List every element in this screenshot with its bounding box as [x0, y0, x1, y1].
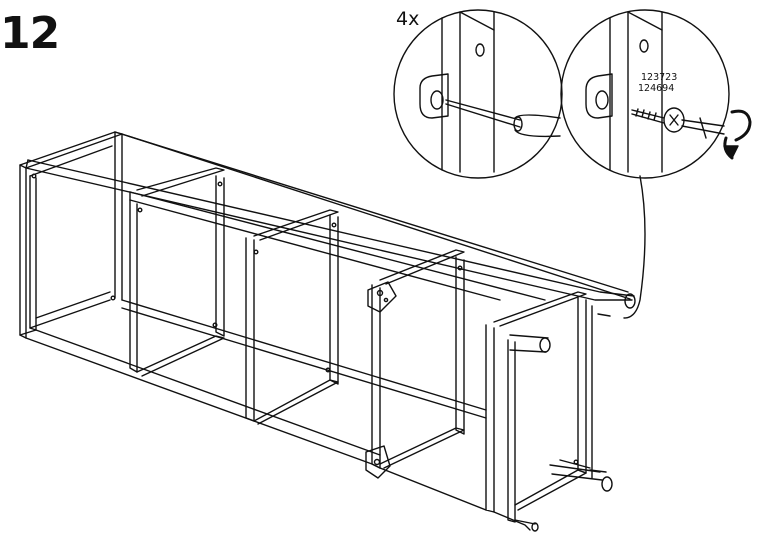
- screwdriver-icon: [445, 99, 561, 138]
- part-number-2: 124694: [638, 83, 675, 94]
- quantity-label: 4x: [396, 8, 420, 30]
- detail-circle-right: [560, 9, 752, 179]
- detail-circle-left: [393, 9, 563, 179]
- clockwise-rotation-arrow-icon: [723, 109, 752, 160]
- part-number-1: 123723: [641, 72, 678, 83]
- shelf-frame-illustration: [19, 131, 636, 532]
- screw-icon: [631, 107, 685, 133]
- step-number: 12: [0, 8, 60, 59]
